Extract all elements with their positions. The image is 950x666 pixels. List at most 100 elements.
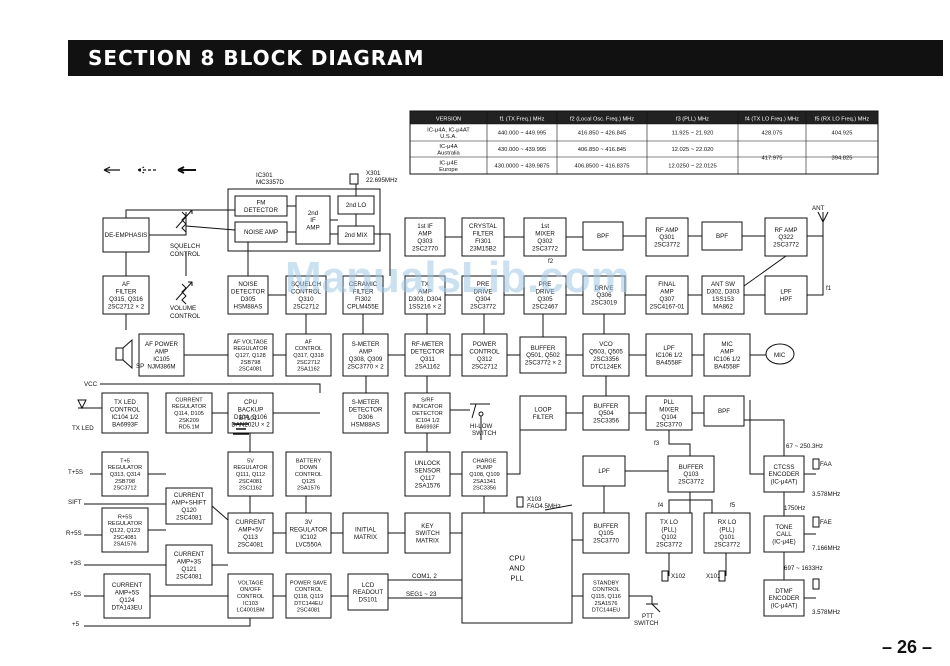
block-label: Q124 <box>119 597 135 604</box>
block-label: LC4001BM <box>237 608 265 614</box>
block-label: 2SC4167-01 <box>650 303 685 310</box>
wire <box>211 505 229 521</box>
block-label: 2SC4081 <box>176 573 202 580</box>
block-label: Q310 <box>298 296 314 303</box>
block-label: Q105 <box>598 530 614 537</box>
block-label: Q503, Q505 <box>589 348 623 355</box>
block-label: DTC144EU <box>294 601 323 607</box>
block-label: Q121 <box>181 566 197 573</box>
block-label: FILTER <box>353 288 374 295</box>
block-label: CPU <box>509 554 525 563</box>
block-label: FILTER <box>473 230 494 237</box>
block-label: 1st IF <box>417 223 433 230</box>
block-label: ANT SW <box>711 281 735 288</box>
dtmf-crystal-freq-label: 3.578MHz <box>812 609 840 616</box>
block-label: 2SC3770 <box>656 421 682 428</box>
block-label: PLL <box>663 399 675 406</box>
x102-label: X102 <box>671 573 686 580</box>
crystal-x301-icon <box>349 173 359 185</box>
block-label: 2SC3712 <box>113 486 136 492</box>
block-label: 2SC3356 <box>593 356 619 363</box>
tone-crystal-freq-label: 7.166MHz <box>812 545 840 552</box>
block-label: SQUELCH <box>291 281 321 288</box>
block-label: DTMF <box>775 588 792 595</box>
table-cell: 428.075 <box>762 131 783 137</box>
block-label: REGULATOR <box>172 404 206 410</box>
wire <box>668 430 691 456</box>
block-label: HSM88AS <box>234 303 263 310</box>
table-header-2: f2 (Local Osc. Freq.) MHz <box>570 117 634 123</box>
block-label: FI302 <box>355 296 371 303</box>
block-label: TX <box>421 281 429 288</box>
block-label: AMP+5S <box>115 589 140 596</box>
tx-led-label: TX LED <box>72 425 94 432</box>
wire <box>100 383 321 393</box>
block-label: Q118, Q119 <box>294 594 324 600</box>
block-label: BUFFER <box>594 523 619 530</box>
block-label: RD5.1M <box>179 425 200 431</box>
block-label: DRIVE <box>595 285 614 292</box>
section-title: SECTION 8 BLOCK DIAGRAM <box>88 46 425 70</box>
block-label: 2SC4081 <box>239 367 262 373</box>
block-label: CONTROL <box>592 587 619 593</box>
x301-freq-label: 22.695MHz <box>366 177 398 184</box>
2nd-lo-block: 2nd LO <box>337 195 375 215</box>
x103-freq-label: FAO4.5MHz <box>527 503 561 510</box>
table-header-0: VERSION <box>436 117 461 123</box>
wire <box>807 288 824 296</box>
block-label: CALL <box>776 531 792 538</box>
table-cell: 12.0250 ~ 22.0125 <box>668 164 717 170</box>
block-label: ON/OFF <box>240 587 262 593</box>
block-label: AMP <box>720 348 733 355</box>
block-label: DS101 <box>359 597 378 604</box>
block-label: D305 <box>241 296 256 303</box>
block-label: 2nd LO <box>346 202 366 209</box>
noise-amp-block: NOISE AMP <box>234 221 288 243</box>
page-number: – 26 – <box>881 637 932 657</box>
block-label: 2SC3356 <box>593 418 619 425</box>
block-label: Q127, Q128 <box>235 353 265 359</box>
block-label: 2SC4081 <box>113 535 136 541</box>
table-cell: Australia <box>437 150 460 156</box>
block-label: PLL <box>510 574 523 583</box>
block-label: 2SC3772 <box>678 479 704 486</box>
block-label: LPF <box>780 288 792 295</box>
seg-label: SEG1 ~ 23 <box>406 591 437 598</box>
block-label: Q315, Q316 <box>109 296 143 303</box>
p3s-label: +3S <box>70 560 81 567</box>
table-cell: 394.825 <box>832 156 853 162</box>
block-label: 2SK209 <box>179 418 199 424</box>
block-label: LPF <box>663 345 675 352</box>
block-label: 1SS216 × 2 <box>409 303 442 310</box>
block-label: CONTROL <box>469 348 500 355</box>
block-label: Q313, Q314 <box>110 472 140 478</box>
block-label: BUFFER <box>531 345 556 352</box>
p5s-label: +5S <box>70 591 81 598</box>
block-label: UNLOCK <box>415 460 442 467</box>
block-label: ENCODER <box>769 595 800 602</box>
crystal-x101-icon <box>718 570 726 582</box>
block-label: 2SC3356 <box>473 486 496 492</box>
bpf-2-block: BPF <box>701 221 743 251</box>
block-label: IC106 1/2 <box>656 352 683 359</box>
ptt-label: PTT <box>642 613 654 620</box>
ptt-switch-icon <box>646 596 661 613</box>
block-label: CERAMIC <box>349 281 378 288</box>
watermark: ManualsLib.com <box>285 253 630 302</box>
block-label: T+5 <box>120 458 130 464</box>
table-cell: IC-μ4E <box>439 160 457 166</box>
block-label: 2SC3770 <box>593 538 619 545</box>
block-label: DTC144EU <box>592 608 621 614</box>
block-label: BUFFER <box>679 464 704 471</box>
volume-pot-icon <box>175 281 193 305</box>
block-label: DRIVE <box>536 288 555 295</box>
